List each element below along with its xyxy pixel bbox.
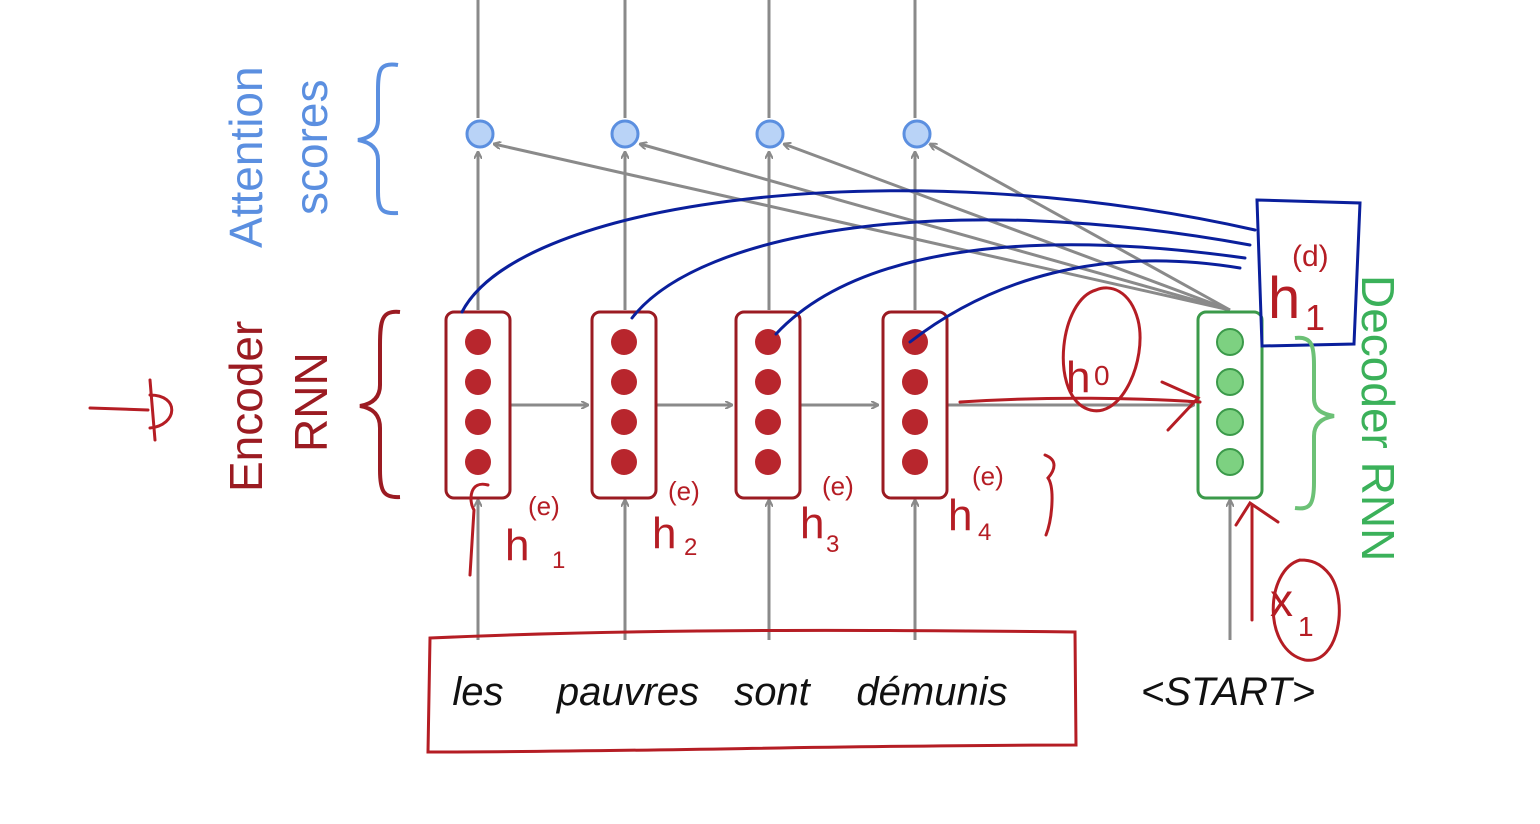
attention-score-2 <box>610 119 640 149</box>
encoder-label-line2: RNN <box>285 352 337 452</box>
encoder-cell-3 <box>734 310 802 500</box>
encoder-cell-4 <box>881 310 949 500</box>
svg-text:x: x <box>1270 574 1293 626</box>
svg-text:h: h <box>948 491 972 540</box>
encoder-label-line1: Encoder <box>220 321 272 492</box>
svg-text:(e): (e) <box>822 471 854 501</box>
input-word-1: les <box>452 670 503 714</box>
attention-score-nodes <box>465 119 932 149</box>
attention-brace <box>357 62 399 216</box>
input-word-4: démunis <box>856 670 1007 714</box>
input-word-3: sont <box>734 670 811 714</box>
attention-label-line1: Attention <box>220 66 272 248</box>
decoder-input-annotation: x 1 <box>1270 574 1314 642</box>
decoder-cell <box>1196 310 1264 500</box>
svg-text:2: 2 <box>684 534 697 561</box>
encoder-cells <box>444 310 949 500</box>
handdrawn-blue-attention-curves <box>460 189 1362 348</box>
decoder-input-word: <START> <box>1141 670 1315 714</box>
initial-state-annotation: h 0 <box>1066 353 1110 402</box>
svg-text:h: h <box>652 509 676 558</box>
handdrawn-red-marks <box>88 286 1341 754</box>
svg-text:4: 4 <box>978 519 991 546</box>
decoder-state-annotation: h 1 (d) <box>1268 240 1329 338</box>
input-word-2: pauvres <box>556 670 699 714</box>
encoder-state-annotations: h 1 (e) h 2 (e) h 3 (e) h 4 (e) <box>505 461 1004 574</box>
svg-text:(e): (e) <box>528 491 560 521</box>
svg-text:1: 1 <box>552 547 565 574</box>
svg-text:h: h <box>800 499 824 548</box>
attention-label-line2: scores <box>285 80 337 215</box>
svg-text:1: 1 <box>1305 297 1325 338</box>
encoder-cell-1 <box>444 310 512 500</box>
svg-text:0: 0 <box>1094 360 1110 391</box>
svg-text:(e): (e) <box>972 461 1004 491</box>
svg-text:1: 1 <box>1298 611 1314 642</box>
svg-text:h: h <box>505 521 529 570</box>
svg-text:(d): (d) <box>1292 240 1329 273</box>
decoder-label: Decoder RNN <box>1352 275 1404 561</box>
encoder-cell-2 <box>590 310 658 500</box>
attention-score-4 <box>902 119 932 149</box>
svg-text:3: 3 <box>826 531 839 558</box>
attention-score-1 <box>465 119 495 149</box>
vertical-flow-arrows <box>478 0 1230 640</box>
encoder-brace <box>359 309 401 500</box>
svg-text:h: h <box>1268 266 1300 331</box>
svg-text:(e): (e) <box>668 476 700 506</box>
attention-score-3 <box>755 119 785 149</box>
decoder-brace <box>1294 335 1335 511</box>
svg-text:h: h <box>1066 353 1090 402</box>
